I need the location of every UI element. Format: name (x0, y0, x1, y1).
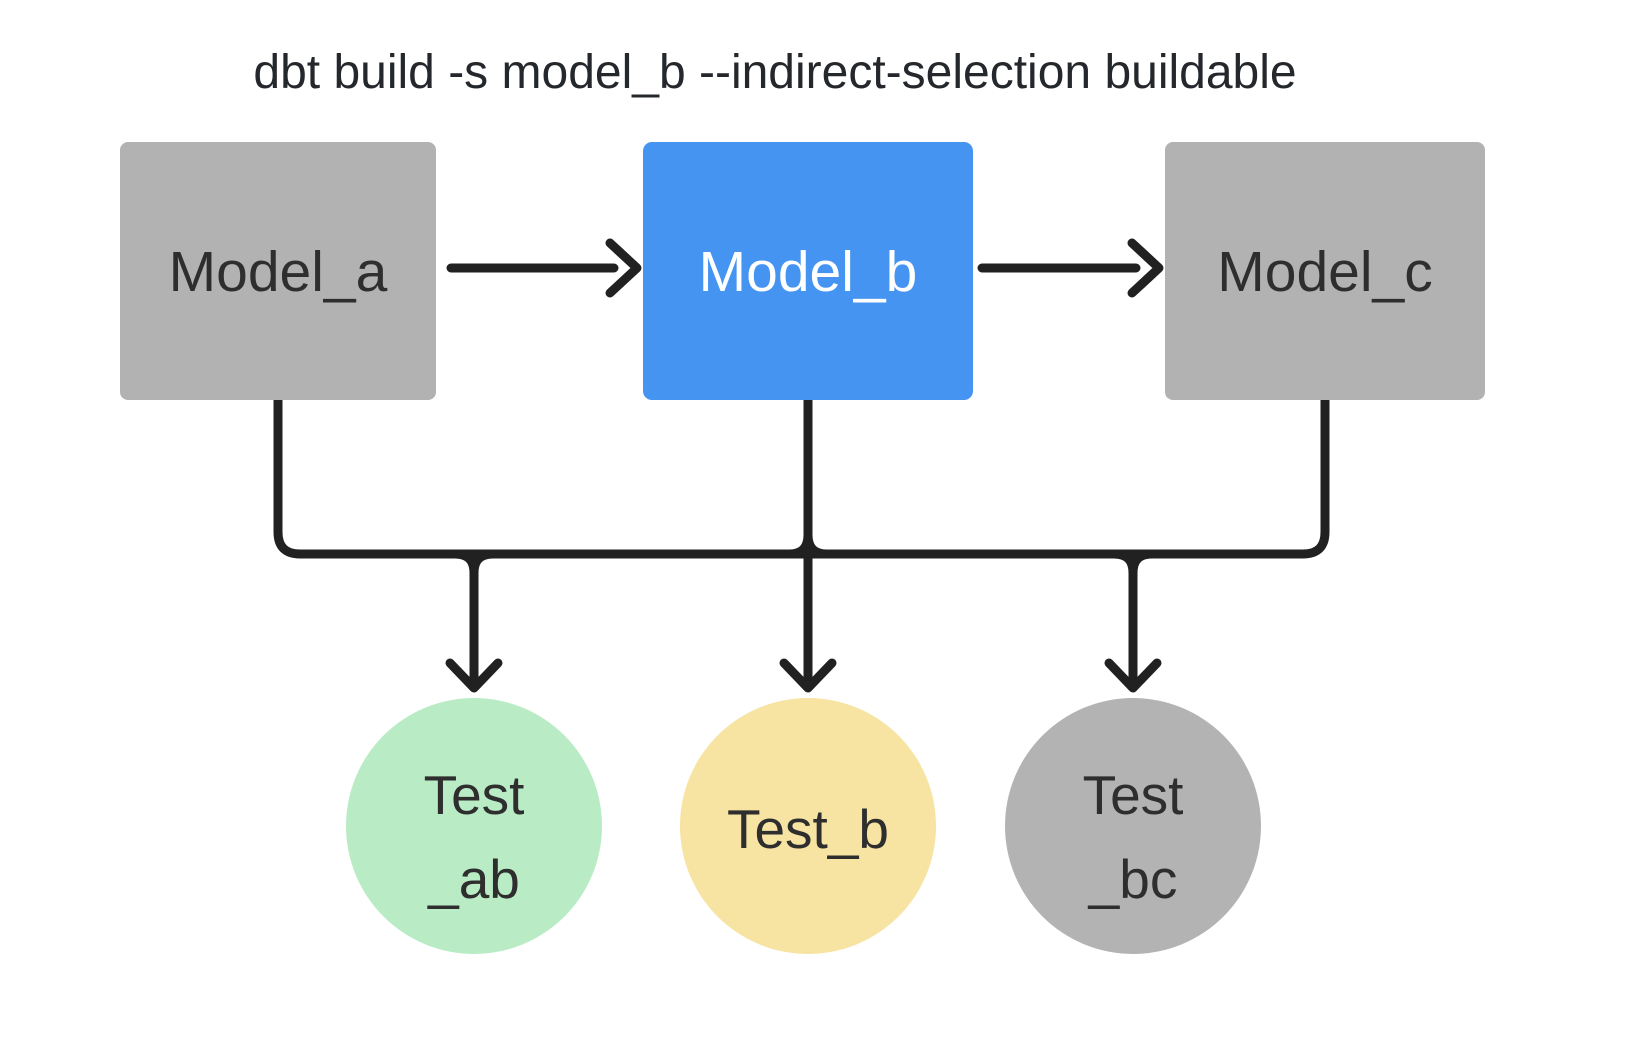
edge-model-b-to-model-c-arrow (977, 238, 1164, 298)
edge-model-a-to-model-b-arrow (446, 238, 642, 298)
node-model-b-selected (643, 142, 973, 400)
dependency-bus-line (273, 395, 1330, 559)
command-title: dbt build -s model_b --indirect-selectio… (253, 46, 1296, 99)
node-model-a (120, 142, 436, 400)
node-test-b-label: Test_b (727, 798, 889, 860)
node-test-ab (346, 698, 602, 954)
edge-bus-to-test-ab-arrow (445, 549, 503, 693)
node-test-ab-label-line2: _ab (427, 848, 520, 910)
node-test-bc (1005, 698, 1261, 954)
edge-model-b-to-test-b-arrow (779, 395, 837, 693)
node-test-ab-label-line1: Test (424, 764, 525, 826)
edge-lines-group (273, 238, 1330, 693)
node-model-c (1165, 142, 1485, 400)
node-model-c-label: Model_c (1217, 240, 1432, 304)
edge-bus-to-test-bc-arrow (1104, 549, 1162, 693)
node-test-b (680, 698, 936, 954)
node-test-bc-label-line2: _bc (1088, 848, 1178, 910)
node-model-b-label: Model_b (699, 240, 918, 304)
node-test-bc-label-line1: Test (1083, 764, 1184, 826)
node-model-a-label: Model_a (169, 240, 388, 304)
